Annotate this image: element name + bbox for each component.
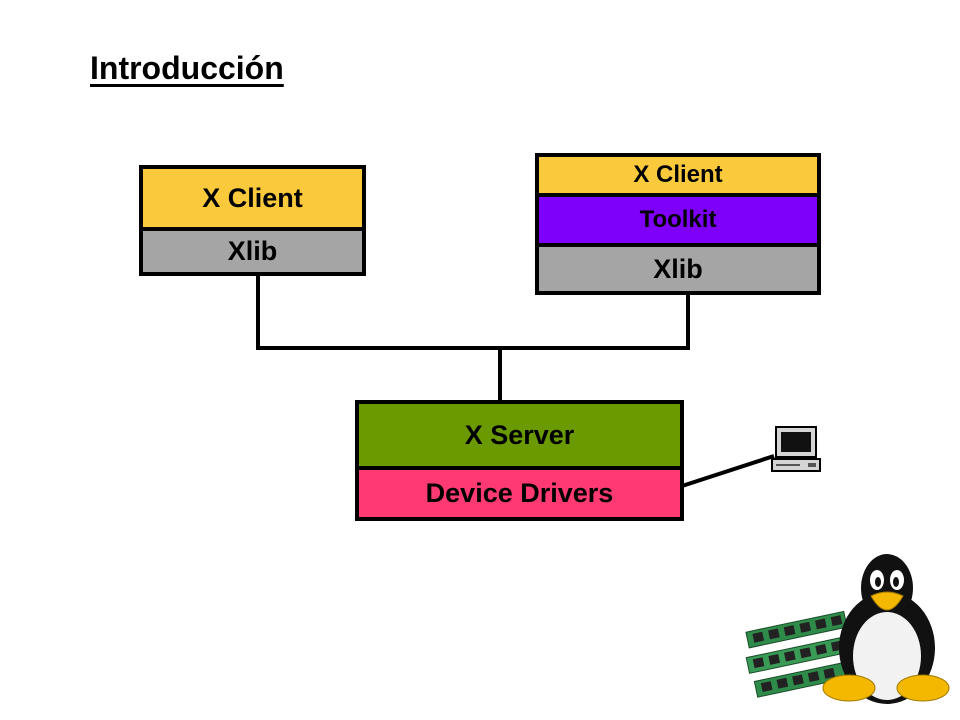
x-client-layer: X Client [143,169,362,227]
server-stack: X Server Device Drivers [355,400,684,521]
x-server-layer: X Server [359,404,680,466]
connector-horizontal [256,346,690,350]
tux-penguin-icon [822,554,950,704]
x-client-layer: X Client [539,157,817,193]
connector-right-vertical [686,293,690,350]
device-drivers-layer: Device Drivers [359,466,680,517]
connector-server-vertical [498,346,502,404]
memory-module-icon [745,610,857,698]
toolkit-layer: Toolkit [539,193,817,243]
connector-left-vertical [256,272,260,350]
drivers-to-computer-line [681,454,775,488]
computer-icon [771,426,821,472]
client-stack-right: X Client Toolkit Xlib [535,153,821,295]
xlib-layer: Xlib [539,243,817,291]
slide-title: Introducción [90,50,284,86]
xlib-layer: Xlib [143,227,362,272]
client-stack-left: X Client Xlib [139,165,366,276]
